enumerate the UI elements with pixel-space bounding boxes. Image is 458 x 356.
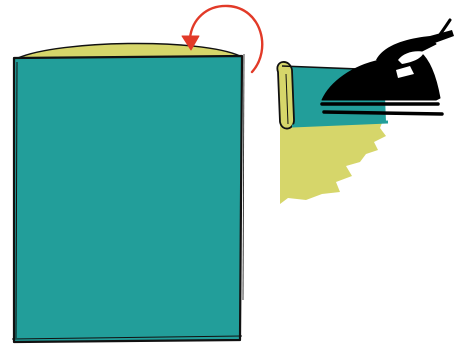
iron-soleplate-line-2 [324, 112, 442, 114]
fabric-panel-icon [12, 43, 244, 342]
steam-iron-icon [322, 20, 454, 114]
folded-edge-roll [277, 62, 294, 129]
fabric-panel-body [14, 56, 242, 342]
fabric-panel-sketch-right [243, 54, 244, 300]
folded-edge-lining [280, 118, 386, 204]
